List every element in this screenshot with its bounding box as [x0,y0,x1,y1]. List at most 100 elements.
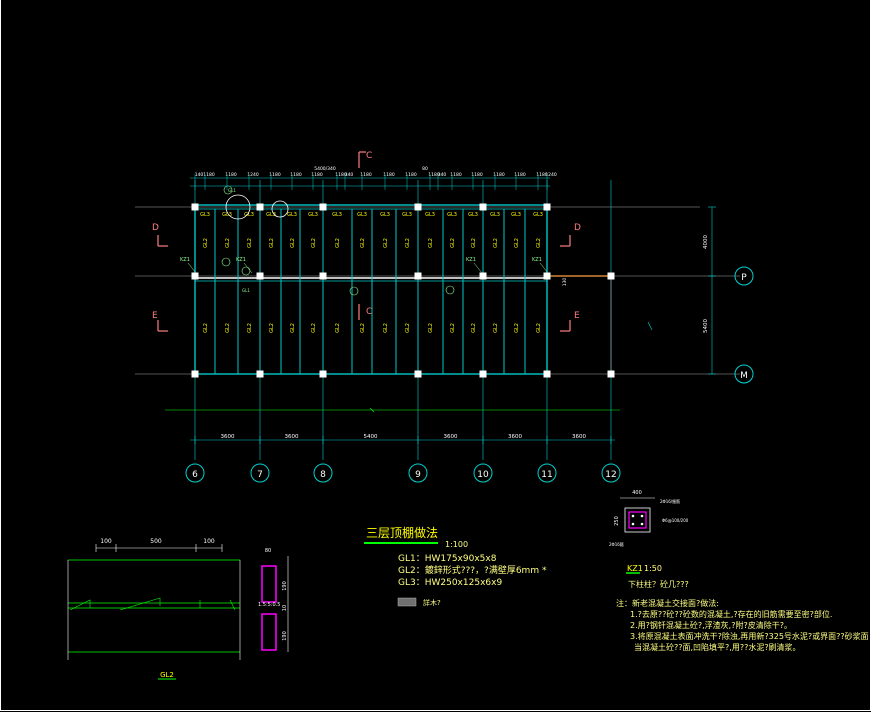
gl3-label-6: GL3 [332,212,342,218]
top-dim-13: 340 [438,172,447,178]
kz1-scale: 1:50 [644,564,662,573]
legend-item-1: GL2：鍍鋅形式???，?满壁厚6mm * [398,564,547,576]
legend-block: 三层顶棚做法1:100GL1：HW175x90x5x8GL2：鍍鋅形式???，?… [364,525,547,607]
note-line-4: 当混凝土砼??面,凹陷填平?,用??水泥?刷清浆。 [634,642,801,652]
column-marker [191,370,199,378]
bottom-dim-3: 3600 [444,434,458,440]
gl2-label-top-1: GL2 [225,238,231,248]
legend-item-0: GL1：HW175x90x5x8 [398,554,497,564]
axis-bubble-10 [473,463,493,483]
gl2-label-bot-3: GL2 [269,323,275,333]
axis-bubble-12 [601,463,621,483]
bottom-dim-1: 3600 [285,434,299,440]
gl2-label-bot-7: GL2 [360,323,366,333]
top-dim-12: 1180 [428,172,440,178]
top-dim-16: 1180 [493,172,505,178]
break-mark-b [369,407,375,413]
section-d-right: D [574,223,581,233]
gl2-weld-marks [69,597,236,611]
gl2-label-top-4: GL2 [290,238,296,248]
axis-bubble-7 [250,463,270,483]
top-dim-18: 1180 [536,172,548,178]
column-marker [607,272,615,280]
gl3-label-2: GL3 [244,212,254,218]
gl2-label-bot-0: GL2 [203,323,209,333]
kz1-title: KZ1 [627,564,643,573]
detail-circle-a [225,194,251,220]
top-dim-15: 1180 [471,172,483,178]
gl2-label-top-8: GL2 [383,238,389,248]
note-line-2: 2.用?钢钎混凝土砼?,浮渣灰,?附?皮清除干?。 [630,620,792,630]
column-marker [319,203,327,211]
kz1-rebar-2 [631,522,635,526]
section-d-left: D [152,223,159,233]
gl2-label-bot-12: GL2 [471,323,477,333]
column-marker [414,203,422,211]
dim-130: 130 [562,278,568,287]
column-marker [256,203,264,211]
gl2-right-dim-0: 80 [265,548,271,554]
gl2-label-bot-2: GL2 [247,323,253,333]
column-marker [543,370,551,378]
top-dim-3: 1240 [247,172,259,178]
top-dim-8: 340 [345,172,354,178]
column-marker [479,370,487,378]
column-marker [607,370,615,378]
top-dim-2: 1180 [225,172,237,178]
top-dim-1: 1180 [203,172,215,178]
legend-item-2: GL3：HW250x125x6x9 [398,578,502,588]
row-label-M: M [740,371,748,381]
gl2-section-top [261,565,277,603]
kz1-tag-1: KZ1 [236,257,246,263]
gl2-label-top-14: GL2 [514,238,520,248]
column-marker [414,272,422,280]
column-marker [479,203,487,211]
kz1-inner [628,511,647,529]
right-dim-1: 5400 [703,319,709,333]
callout-circle-1 [241,266,251,276]
gl3-label-8: GL3 [380,212,390,218]
note-line-0: 注：新老混凝土交接面?做法: [616,598,719,608]
column-marker [319,272,327,280]
gl2-detail-title: GL2 [160,671,174,679]
column-marker [414,370,422,378]
plan-title: 三层顶棚做法 [366,525,438,540]
kz1-tag-2: KZ1 [466,257,476,263]
kz1-rebar-0 [631,514,635,518]
gl3-label-1: GL3 [222,212,232,218]
gl2-label-bot-1: GL2 [225,323,231,333]
kz1-outline [624,507,651,533]
column-marker [191,203,199,211]
top-dim-17: 1180 [514,172,526,178]
top-dim-6: 1180 [311,172,323,178]
gl3-label-9: GL3 [402,212,412,218]
axis-bubble-8 [313,463,333,483]
kz1-note-c: 2Φ16箍 [609,541,624,547]
gl3-label-7: GL3 [357,212,367,218]
section-e-left: E [152,311,158,321]
top-dim-4: 1180 [269,172,281,178]
gl2-right-dim-1: 190 [282,581,288,591]
column-marker [479,272,487,280]
gl2-label-bot-6: GL2 [335,323,341,333]
axis-label-6: 6 [192,470,198,480]
gl2-label-bot-9: GL2 [405,323,411,333]
gl2-dim-0: 100 [100,538,112,545]
detail-circle-b [271,200,289,218]
kz1-rebar-1 [640,514,644,518]
bottom-dim-2: 5400 [364,434,378,440]
kz1-tag-3: KZ1 [532,257,542,263]
gl2-dim-2: 100 [203,538,215,545]
kz1-leader-1 [243,262,253,274]
gl3-label-10: GL3 [425,212,435,218]
kz1-note-b: Φ6@100/200 [662,518,689,523]
axis-label-11: 11 [541,470,552,480]
row-bubble-M [734,364,754,384]
right-dim-0: 4000 [703,235,709,249]
axis-label-10: 10 [477,470,489,480]
gl2-label-top-11: GL2 [450,238,456,248]
break-mark-a [647,321,653,331]
note-line-3: 3.将原混凝土表面冲洗干?除浊,再用新?325号水泥?或界面??砂浆面 [630,631,869,641]
axis-label-7: 7 [257,470,263,480]
